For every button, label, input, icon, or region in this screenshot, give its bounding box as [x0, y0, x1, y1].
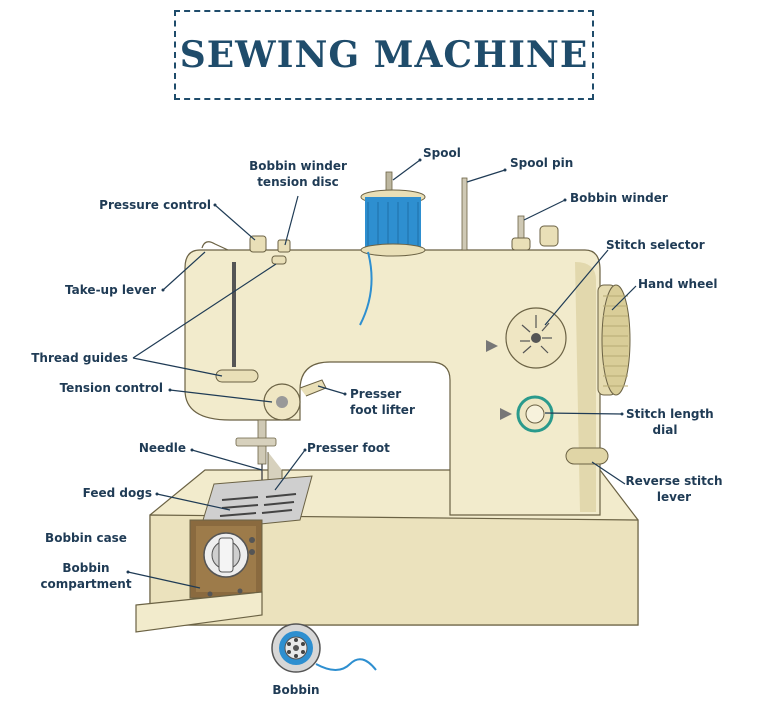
label-take-up-lever: Take-up lever [65, 283, 156, 297]
label-tension-control: Tension control [60, 381, 163, 395]
label-needle: Needle [139, 441, 186, 455]
label-spool: Spool [423, 146, 461, 160]
take-up-slot [232, 262, 236, 367]
label-reverse-stitch-lever-1: Reverse stitch [625, 474, 722, 488]
bobbin-compartment-shape [135, 519, 263, 633]
spool-pin-shape [461, 177, 468, 251]
hand-wheel-shape [597, 284, 631, 396]
bobbin-winder-shape [511, 215, 559, 251]
label-bobbin-winder: Bobbin winder [570, 191, 668, 205]
label-bobbin-compartment-1: Bobbin [62, 561, 109, 575]
bobbin-shape [271, 623, 377, 673]
label-presser-foot-lifter-2: foot lifter [350, 403, 415, 417]
label-pressure-control: Pressure control [99, 198, 211, 212]
label-thread-guides: Thread guides [31, 351, 128, 365]
machine-body [135, 171, 639, 673]
label-bobbin-compartment-2: compartment [40, 577, 131, 591]
reverse-lever-shape [565, 447, 609, 465]
diagram-title: SEWING MACHINE [179, 34, 589, 76]
machine-arm [184, 249, 601, 516]
thread-guide-knob [215, 369, 259, 383]
stitch-length-dial-shape [500, 395, 554, 433]
label-bobbin-winder-tension-disc-1: Bobbin winder [249, 159, 347, 173]
stitch-selector-dial [486, 307, 567, 369]
leader-dots [126, 158, 624, 574]
label-bobbin-winder-tension-disc-2: tension disc [257, 175, 339, 189]
label-feed-dogs: Feed dogs [83, 486, 152, 500]
tension-control-shape [263, 379, 327, 421]
label-bobbin-case: Bobbin case [45, 531, 127, 545]
label-hand-wheel: Hand wheel [638, 277, 717, 291]
needle-plate [199, 475, 313, 531]
label-reverse-stitch-lever-2: lever [657, 490, 691, 504]
label-presser-foot-lifter-1: Presser [350, 387, 401, 401]
spool-shape [359, 171, 426, 326]
label-bobbin: Bobbin [272, 683, 319, 697]
label-stitch-selector: Stitch selector [606, 238, 705, 252]
leader-lines [127, 159, 637, 589]
label-presser-foot: Presser foot [307, 441, 390, 455]
label-stitch-length-dial-2: dial [653, 423, 678, 437]
label-stitch-length-dial-1: Stitch length [626, 407, 714, 421]
title-box: SEWING MACHINE [174, 10, 594, 100]
part-labels: Spool Spool pin Bobbin winder tension di… [31, 146, 722, 697]
label-spool-pin: Spool pin [510, 156, 573, 170]
